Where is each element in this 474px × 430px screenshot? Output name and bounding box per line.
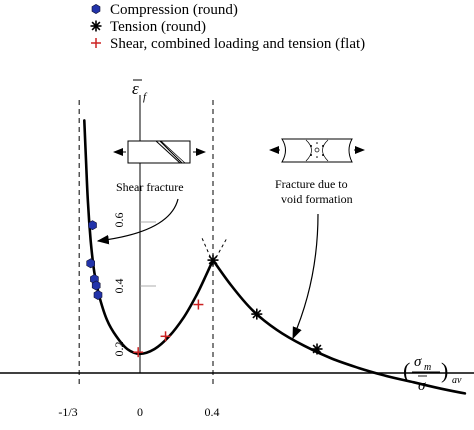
y-label-main: ε — [132, 79, 139, 98]
data-point-asterisk-0 — [207, 254, 219, 266]
legend-marker-plus — [91, 38, 101, 48]
legend-label-shear: Shear, combined loading and tension (fla… — [110, 36, 365, 52]
y-tick-label-0-4: 0.4 — [112, 279, 126, 294]
data-point-hexagon-4 — [93, 290, 103, 300]
x-label-denominator: σ — [418, 378, 426, 394]
data-point-hexagon-1 — [86, 258, 95, 269]
cusp-tangent-right — [201, 237, 214, 264]
legend-marker-hexagon-shape — [91, 4, 101, 14]
annotation-void-line2: void formation — [281, 192, 353, 206]
legend-marker-hexagon — [91, 4, 101, 14]
x-label-close-paren: ) — [441, 358, 448, 383]
legend-marker-asterisk — [90, 20, 102, 32]
x-label-outer-sub: av — [452, 375, 462, 386]
x-label-numerator: σ — [414, 354, 422, 370]
x-label-open-paren: ( — [403, 358, 410, 383]
x-tick-label-0-4: 0.4 — [205, 405, 220, 419]
legend-label-compression: Compression (round) — [110, 2, 238, 18]
y-label-sub: f — [143, 91, 148, 103]
legend-marker-plus-shape — [91, 38, 101, 48]
annotation-shear-fracture: Shear fracture — [116, 180, 184, 194]
cusp-tangent-left — [212, 237, 228, 264]
y-axis-label: ε f — [132, 79, 148, 103]
shear-specimen-sketch-icon — [113, 140, 206, 164]
x-axis-label: ( σ m σ ) av — [403, 354, 462, 394]
data-point-plus-2 — [193, 299, 204, 310]
legend-item-shear: Shear, combined loading and tension (fla… — [91, 36, 365, 52]
data-point-asterisk-2 — [311, 343, 323, 355]
void-specimen-sketch-icon — [269, 138, 365, 163]
legend-item-tension: Tension (round) — [90, 19, 206, 35]
data-point-hexagon-3 — [91, 280, 101, 291]
legend-item-compression: Compression (round) — [91, 2, 238, 18]
legend: Compression (round) Tension (round) Shea… — [90, 2, 365, 52]
y-tick-label-0-2: 0.2 — [112, 342, 126, 357]
annotation-void-line1: Fracture due to — [275, 177, 348, 191]
legend-label-tension: Tension (round) — [110, 19, 206, 35]
annotation-arrow-void — [292, 213, 319, 340]
data-point-asterisk-1 — [251, 308, 263, 320]
fit-curve-high-triaxiality — [211, 258, 467, 395]
x-tick-label-0: 0 — [137, 405, 143, 419]
legend-marker-asterisk-shape — [90, 20, 102, 32]
data-points — [86, 220, 323, 358]
data-point-plus-0 — [133, 347, 144, 358]
x-label-numerator-sub: m — [424, 362, 431, 373]
x-tick-label-minus-one-third: -1/3 — [58, 405, 77, 419]
y-tick-label-0-6: 0.6 — [112, 213, 126, 228]
annotation-arrow-shear — [96, 198, 179, 245]
data-point-hexagon-0 — [88, 220, 97, 231]
data-point-plus-1 — [160, 331, 171, 342]
